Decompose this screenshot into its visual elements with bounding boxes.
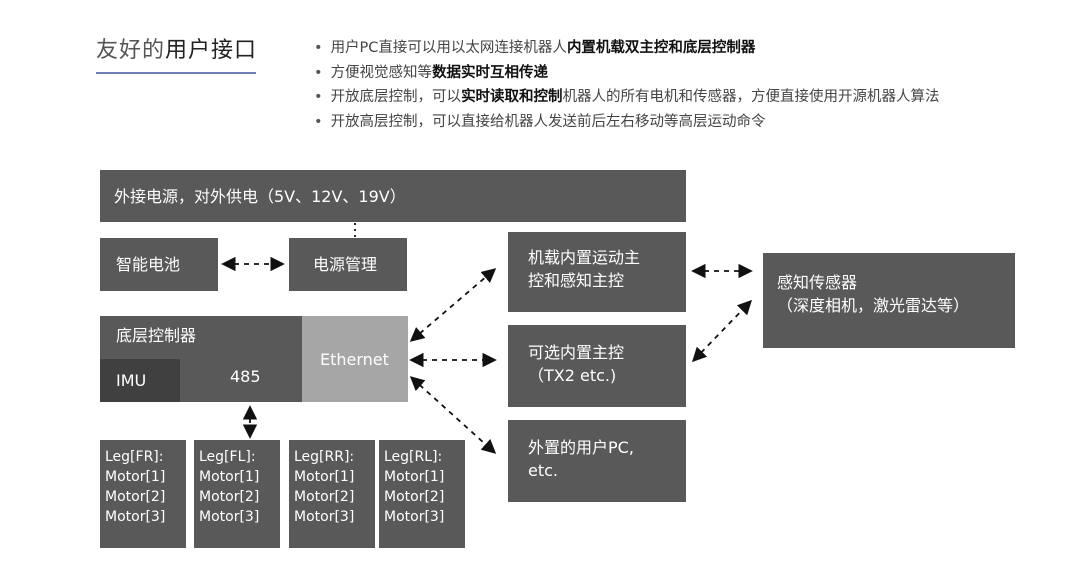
feature-item: 开放高层控制，可以直接给机器人发送前后左右移动等高层运动命令 — [314, 110, 940, 135]
imu-box: IMU — [100, 359, 180, 402]
optional-main-controller-box: 可选内置主控 （TX2 etc.) — [508, 325, 686, 407]
rs485-label: 485 — [230, 367, 261, 386]
leg-rl-box: Leg[RL]: Motor[1] Motor[2] Motor[3] — [379, 440, 465, 548]
feature-item: 方便视觉感知等数据实时互相传递 — [314, 61, 940, 86]
perception-sensors-box: 感知传感器 （深度相机，激光雷达等） — [763, 253, 1015, 348]
smart-battery-box: 智能电池 — [100, 238, 218, 291]
leg-fr-box: Leg[FR]: Motor[1] Motor[2] Motor[3] — [100, 440, 186, 548]
optional-sensor-arrow — [691, 299, 753, 363]
title-underline — [96, 72, 256, 74]
page-title: 友好的用户接口 — [96, 38, 258, 63]
feature-item: 用户PC直接可以用以太网连接机器人内置机载双主控和底层控制器 — [314, 36, 940, 61]
power-management-box: 电源管理 — [289, 238, 407, 291]
leg-rr-box: Leg[RR]: Motor[1] Motor[2] Motor[3] — [289, 440, 375, 548]
ethernet-pc-arrow — [409, 376, 497, 454]
leg-fl-box: Leg[FL]: Motor[1] Motor[2] Motor[3] — [194, 440, 280, 548]
feature-item: 开放底层控制，可以实时读取和控制机器人的所有电机和传感器，方便直接使用开源机器人… — [314, 85, 940, 110]
ethernet-box: Ethernet — [302, 316, 408, 402]
ethernet-onboard-arrow — [409, 268, 497, 342]
power-supply-box: 外接电源，对外供电（5V、12V、19V） — [100, 170, 686, 222]
external-pc-box: 外置的用户PC, etc. — [508, 420, 686, 502]
onboard-main-controller-box: 机载内置运动主 控和感知主控 — [508, 232, 686, 312]
feature-list: 用户PC直接可以用以太网连接机器人内置机载双主控和底层控制器 方便视觉感知等数据… — [314, 36, 940, 134]
